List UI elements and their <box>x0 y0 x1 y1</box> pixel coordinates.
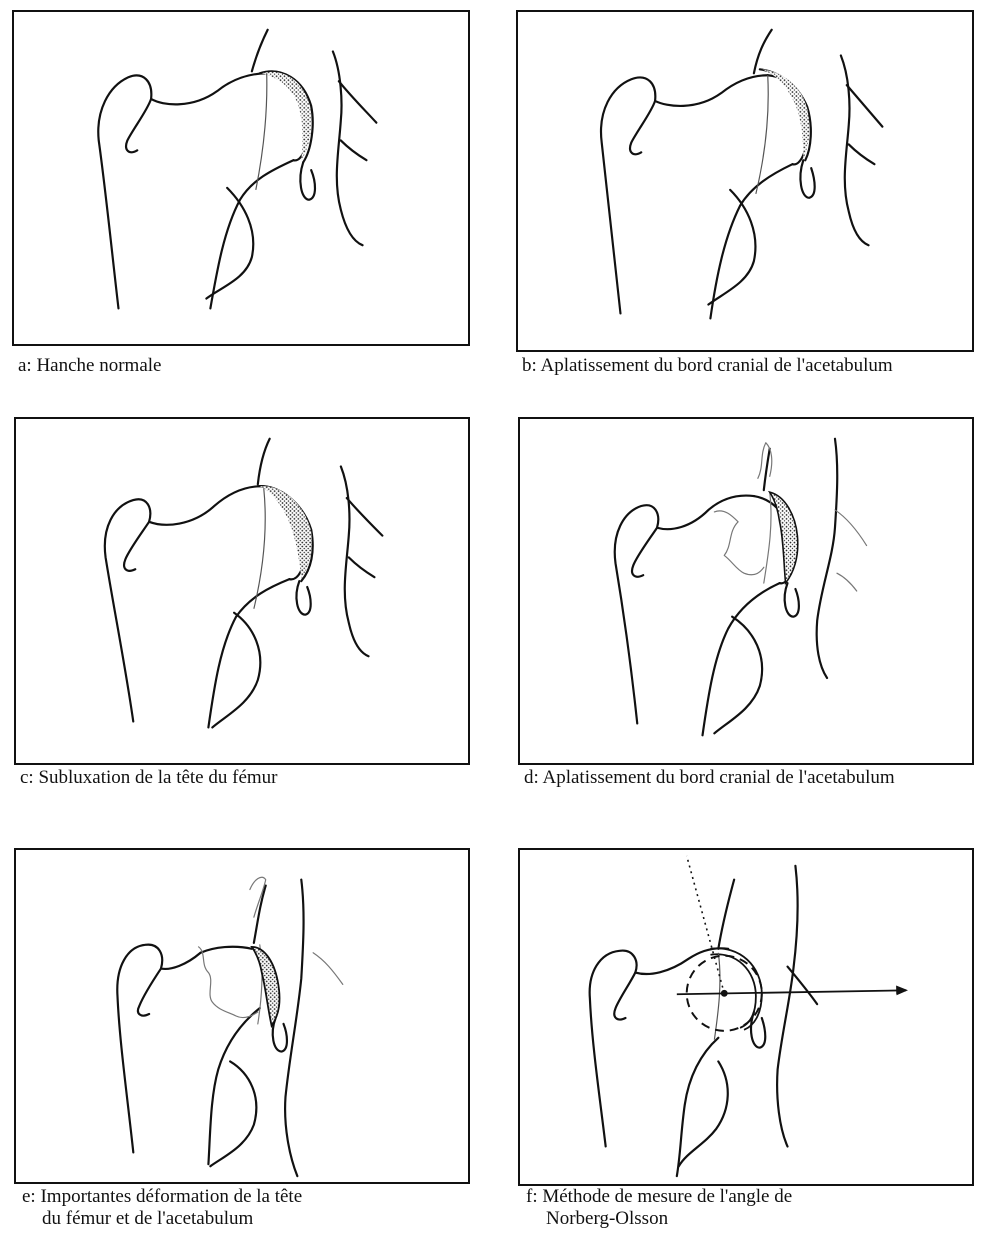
ilium <box>754 30 772 73</box>
cartilage-shading <box>262 72 311 160</box>
trochanter-hook <box>632 528 657 577</box>
ischium <box>800 160 814 198</box>
caption-b: b: Aplatissement du bord cranial de l'ac… <box>522 355 893 377</box>
obturator-line-2 <box>849 144 875 164</box>
panel-a-normal-hip <box>12 10 470 346</box>
remodeling-outline <box>199 947 258 1018</box>
ilium <box>764 449 770 491</box>
ischium <box>785 583 799 617</box>
pubis-line <box>777 866 797 1147</box>
pubis-line <box>341 466 369 656</box>
faint-pelvic-line-2 <box>837 573 857 591</box>
remodeling-outline <box>714 511 763 575</box>
panel-d-flattened-cranial-edge <box>518 417 974 765</box>
caption-e-line-1: e: Importantes déformation de la tête <box>22 1186 302 1208</box>
femoral-neck <box>677 1038 719 1176</box>
femur-outline <box>117 945 200 1153</box>
obturator-line <box>847 85 883 127</box>
panel-c-subluxation <box>14 417 470 765</box>
ischium <box>273 1018 287 1052</box>
measurement-line-horizontal <box>677 990 906 994</box>
caption-e: e: Importantes déformation de la tête du… <box>22 1186 302 1230</box>
cartilage-shading <box>252 947 280 1026</box>
fovea-line <box>756 75 768 194</box>
femoral-head-center-line <box>714 953 720 1040</box>
fovea-line <box>764 492 771 583</box>
caption-d-line-1: d: Aplatissement du bord cranial de l'ac… <box>524 767 895 789</box>
obturator-line-2 <box>349 557 375 577</box>
trochanter-hook <box>124 522 149 571</box>
caption-d: d: Aplatissement du bord cranial de l'ac… <box>524 767 895 789</box>
trochanter-hook <box>138 969 161 1016</box>
obturator-line <box>347 498 383 536</box>
hip-drawing-e <box>16 850 468 1182</box>
pelvis-curve <box>206 188 253 299</box>
ilium <box>252 30 268 72</box>
pelvis-curve <box>714 617 762 734</box>
hip-drawing-c <box>16 419 468 763</box>
acetabulum-double-rim <box>710 948 761 1029</box>
femoral-head-remnant <box>201 947 252 953</box>
ilium <box>718 880 734 949</box>
panel-e-major-deformation <box>14 848 470 1184</box>
hip-drawing-f <box>520 850 972 1184</box>
pelvis-curve <box>679 1061 728 1166</box>
femur-outline <box>590 948 729 1146</box>
trochanter-hook <box>126 99 151 152</box>
faint-pelvic-line <box>835 510 867 546</box>
hip-drawing-b <box>518 12 972 350</box>
femur-outline <box>601 75 768 313</box>
femoral-neck <box>208 579 289 727</box>
caption-f-line-2: Norberg-Olsson <box>526 1208 792 1230</box>
ischium <box>300 162 315 200</box>
fovea-line <box>256 73 267 190</box>
panel-b-flattened-cranial-edge <box>516 10 974 352</box>
caption-f-line-1: f: Méthode de mesure de l'angle de <box>526 1186 792 1208</box>
obturator-line-2 <box>341 140 367 160</box>
caption-e-line-2: du fémur et de l'acetabulum <box>22 1208 302 1230</box>
pubis-line <box>285 880 303 1176</box>
hip-drawing-a <box>14 12 468 344</box>
cartilage-shading <box>762 69 810 158</box>
femur-outline <box>105 486 262 721</box>
trochanter-hook <box>614 973 635 1020</box>
faint-pelvic-line <box>313 953 343 985</box>
osteophyte-outline <box>758 443 772 479</box>
hip-drawing-d <box>520 419 972 763</box>
pubis-line <box>817 439 838 678</box>
panel-f-norberg-olsson-method <box>518 848 974 1186</box>
caption-a: a: Hanche normale <box>18 355 161 377</box>
caption-c-line-1: c: Subluxation de la tête du fémur <box>20 767 277 789</box>
cartilage-shading <box>260 486 312 579</box>
obturator-line <box>339 81 377 123</box>
ilium <box>254 886 266 943</box>
pubis-line <box>333 52 363 246</box>
caption-b-line-1: b: Aplatissement du bord cranial de l'ac… <box>522 355 893 377</box>
pelvis-curve <box>212 613 260 728</box>
caption-f: f: Méthode de mesure de l'angle de Norbe… <box>526 1186 792 1230</box>
trochanter-hook <box>630 101 655 154</box>
ilium <box>258 439 270 484</box>
ischium <box>751 1012 765 1048</box>
caption-c: c: Subluxation de la tête du fémur <box>20 767 277 789</box>
caption-a-line-1: a: Hanche normale <box>18 355 161 377</box>
ischium <box>296 581 310 615</box>
